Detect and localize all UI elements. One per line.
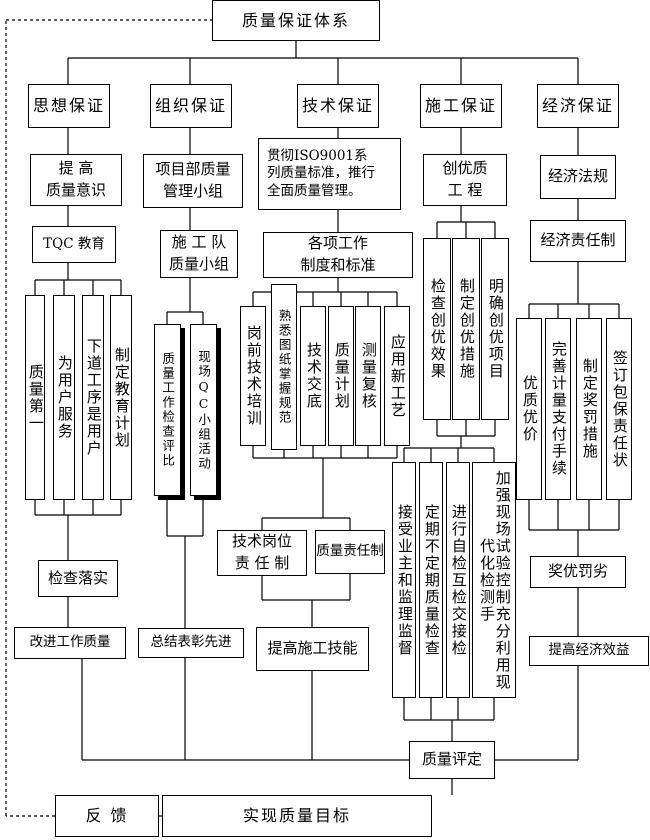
pillar-jingji: 经济保证 — [537, 84, 619, 128]
tech-post-resp-box: 技术岗位 责 任 制 — [217, 530, 307, 576]
economic-resp-box: 经济责任制 — [530, 220, 626, 262]
iso9001-box: 贯彻ISO9001系 列质量标准，推行 全面质量管理。 — [258, 138, 401, 210]
project-quality-group-box: 项目部质量 管理小组 — [143, 154, 243, 208]
col-survey-recheck: 测量复核 — [355, 306, 381, 446]
col-payment: 完善计量支付手续 — [545, 318, 571, 500]
col-check-effect: 检查创优效果 — [423, 238, 451, 420]
check-implement-box: 检查落实 — [38, 560, 118, 597]
col-pre-job-training: 岗前技术培训 — [240, 306, 266, 446]
pillar-jishu: 技术保证 — [297, 84, 379, 128]
col-serve-user: 为用户服务 — [53, 295, 75, 500]
col-quality-price: 优质优价 — [516, 318, 542, 500]
create-quality-project-box: 创优质 工 程 — [423, 154, 507, 206]
improve-work-quality-box: 改进工作质量 — [14, 627, 126, 659]
quality-resp-box: 质量责任制 — [315, 530, 385, 574]
summarize-commend-box: 总结表彰先进 — [138, 628, 244, 658]
pillar-sixiang: 思想保证 — [28, 84, 110, 128]
achieve-quality-goal-box: 实现质量目标 — [162, 795, 432, 837]
col-quality-check: 质量工作检查评比 — [154, 324, 181, 496]
col-next-process: 下道工序是用户 — [82, 295, 104, 500]
tqc-education-box: TQC 教育 — [32, 226, 116, 263]
feedback-box: 反 馈 — [55, 795, 159, 837]
col-periodic-inspection: 定期不定期质量检查 — [419, 462, 443, 698]
col-new-process: 应用新工艺 — [384, 306, 410, 446]
col-qc-activity: 现场QC小组活动 — [190, 324, 217, 496]
economic-law-box: 经济法规 — [540, 155, 616, 199]
col-education-plan: 制定教育计划 — [110, 295, 132, 500]
quality-evaluation-box: 质量评定 — [409, 741, 495, 779]
col-owner-supervision: 接受业主和监理监督 — [392, 462, 416, 698]
col-drawings-specs: 熟悉图纸掌握规范 — [271, 284, 297, 450]
col-responsibility: 签订包保责任状 — [606, 318, 632, 500]
col-reward-punish: 制定奖罚措施 — [576, 318, 602, 500]
col-make-measures: 制定创优措施 — [452, 238, 480, 420]
reward-excellent-box: 奖优罚劣 — [530, 556, 626, 588]
pillar-zuzhi: 组织保证 — [150, 84, 232, 128]
construction-team-box: 施 工 队 质量小组 — [160, 230, 238, 278]
col-quality-plan: 质量计划 — [328, 306, 354, 446]
col-site-testing: 加强现场试验控制充分利用现代化检测手 — [472, 462, 516, 698]
col-self-inspection: 进行自检互检交接检 — [446, 462, 470, 698]
work-standards-box: 各项工作 制度和标准 — [263, 232, 413, 278]
top-title-box: 质量保证体系 — [212, 0, 380, 41]
raise-awareness-box: 提 高 质量意识 — [30, 154, 122, 206]
improve-skill-box: 提高施工技能 — [256, 627, 369, 671]
col-clear-items: 明确创优项目 — [481, 238, 509, 420]
col-tech-briefing: 技术交底 — [300, 306, 326, 446]
pillar-shigong: 施工保证 — [420, 84, 502, 128]
col-quality-first: 质量第一 — [25, 295, 45, 500]
improve-benefit-box: 提高经济效益 — [529, 636, 649, 666]
